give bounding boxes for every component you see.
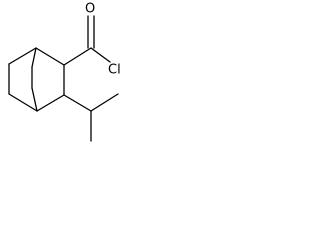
bond-c2-carbonyl xyxy=(63,47,92,66)
bond-c3-c4 xyxy=(36,94,65,112)
bond-bridge-bottom xyxy=(8,93,38,112)
chemical-structure-diagram: O Cl xyxy=(8,2,121,142)
bond-c3-isopropyl xyxy=(63,94,92,112)
bond-isopropyl-methyl-up xyxy=(90,93,119,112)
bond-carbonyl-chlorine xyxy=(90,47,111,63)
bond-inner-bridge-top xyxy=(31,47,37,68)
chlorine-atom-label: Cl xyxy=(108,63,121,78)
bond-c1-c2 xyxy=(35,47,65,66)
oxygen-atom-label: O xyxy=(85,2,95,17)
bond-bridge-top xyxy=(8,47,37,65)
bond-inner-bridge-bottom xyxy=(31,87,38,112)
